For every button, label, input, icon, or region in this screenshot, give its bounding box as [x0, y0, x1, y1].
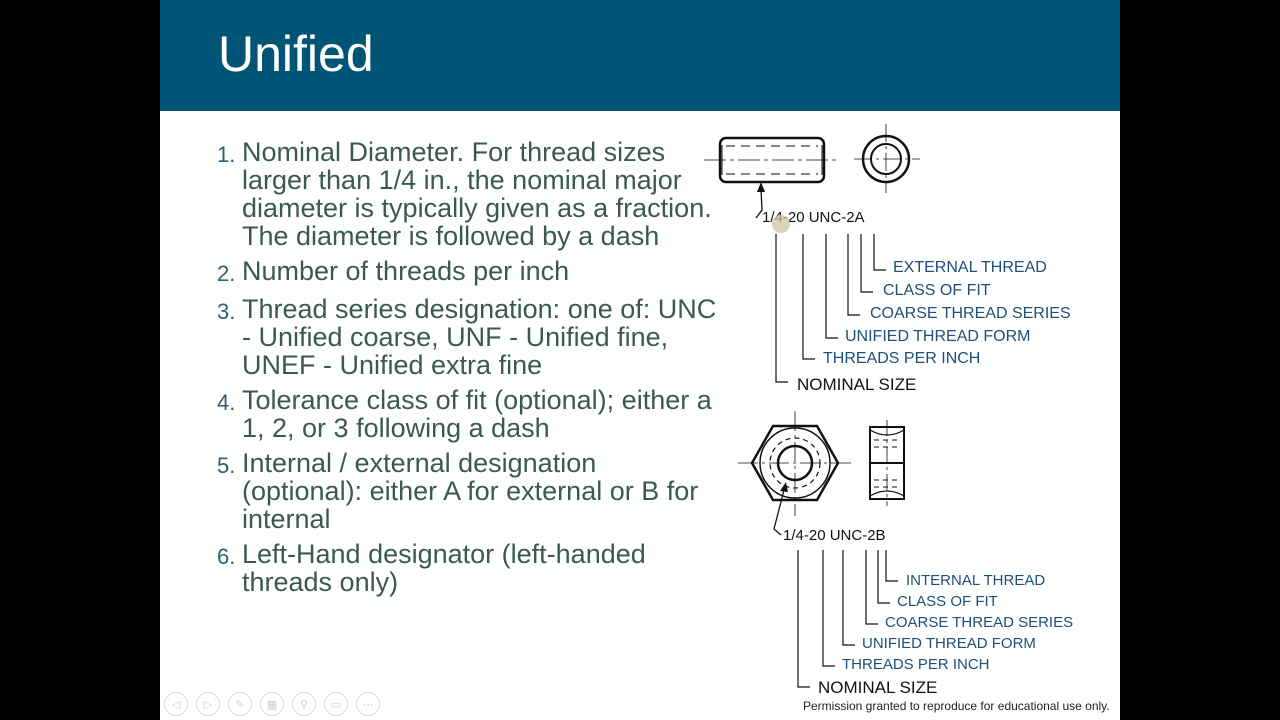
label-nominal-size: NOMINAL SIZE [797, 375, 916, 394]
label-unified-thread-form: UNIFIED THREAD FORM [862, 635, 1036, 652]
label-external-thread: EXTERNAL THREAD [893, 259, 1047, 276]
leader-arrow-top [755, 182, 765, 219]
slideshow-toolbar: ◁ ▷ ✎ ▦ ⚲ ▭ ⋯ [164, 692, 380, 716]
list-text: Number of threads per inch [242, 256, 570, 286]
list-item: 2.Number of threads per inch [217, 257, 717, 288]
label-unified-thread-form: UNIFIED THREAD FORM [845, 328, 1030, 345]
list-text: Tolerance class of fit (optional); eithe… [242, 385, 712, 443]
leader-lines-bottom [797, 550, 898, 688]
list-text: Left-Hand designator (left-handed thread… [242, 539, 646, 597]
nut-side-view [869, 420, 905, 506]
label-internal-thread: INTERNAL THREAD [906, 572, 1045, 589]
label-class-of-fit: CLASS OF FIT [883, 282, 991, 299]
bolt-end-view [854, 124, 920, 193]
callout-bottom: 1/4-20 UNC-2B [783, 527, 886, 544]
list-item: 5.Internal / external designation (optio… [217, 449, 717, 533]
label-nominal-size: NOMINAL SIZE [818, 678, 937, 697]
leader-arrow-bottom [773, 482, 788, 536]
label-threads-per-inch: THREADS PER INCH [842, 656, 990, 673]
label-threads-per-inch: THREADS PER INCH [823, 350, 980, 367]
list-number: 6. [217, 544, 236, 569]
thread-diagram: 1/4-20 UNC-2A EXTERNAL THREAD CLASS OF F… [704, 124, 1073, 697]
list-text: Internal / external designation (optiona… [242, 448, 699, 534]
list-number: 4. [217, 390, 236, 415]
bolt-side-view [704, 136, 840, 184]
slides-icon[interactable]: ▦ [260, 692, 284, 716]
list-item: 4.Tolerance class of fit (optional); eit… [217, 386, 717, 442]
list-text: Thread series designation: one of: UNC -… [242, 294, 717, 380]
label-coarse-thread-series: COARSE THREAD SERIES [870, 305, 1071, 322]
list-item: 3.Thread series designation: one of: UNC… [217, 295, 717, 379]
list-number: 2. [217, 261, 236, 286]
slide: Unified 1.Nominal Diameter. For thread s… [160, 0, 1120, 720]
list-number: 3. [217, 299, 236, 324]
previous-icon[interactable]: ◁ [164, 692, 188, 716]
pointer-highlight [772, 215, 790, 233]
more-icon[interactable]: ⋯ [356, 692, 380, 716]
list-item: 6.Left-Hand designator (left-handed thre… [217, 540, 717, 596]
pen-icon[interactable]: ✎ [228, 692, 252, 716]
list-item: 1.Nominal Diameter. For thread sizes lar… [217, 138, 717, 250]
leader-lines-top [775, 234, 886, 383]
label-class-of-fit: CLASS OF FIT [897, 593, 998, 610]
slide-title: Unified [218, 26, 374, 82]
designation-list: 1.Nominal Diameter. For thread sizes lar… [217, 138, 717, 603]
title-bar: Unified [160, 0, 1120, 111]
nut-top-view [738, 411, 854, 516]
list-number: 1. [217, 142, 236, 167]
permission-note: Permission granted to reproduce for educ… [803, 699, 1110, 713]
label-coarse-thread-series: COARSE THREAD SERIES [885, 614, 1073, 631]
list-text: Nominal Diameter. For thread sizes large… [242, 137, 712, 251]
zoom-icon[interactable]: ⚲ [292, 692, 316, 716]
list-number: 5. [217, 453, 236, 478]
subtitles-icon[interactable]: ▭ [324, 692, 348, 716]
next-icon[interactable]: ▷ [196, 692, 220, 716]
